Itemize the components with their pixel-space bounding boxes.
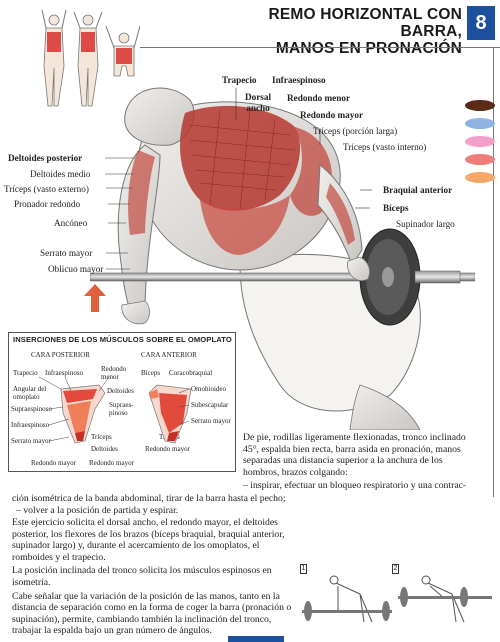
instructions-continuation: ción isométrica de la banda abdominal, t… (12, 493, 488, 516)
exercise-number-badge: 8 (467, 6, 495, 40)
label-braquial-anterior: Braquial anterior (383, 185, 453, 195)
label-triceps-interno: Tríceps (vasto interno) (343, 142, 427, 152)
label-serrato-mayor: Serrato mayor (40, 248, 93, 258)
swatch-orange (465, 172, 495, 183)
main-anatomy-illustration (90, 87, 475, 430)
title-line-1: REMO HORIZONTAL CON BARRA, (268, 6, 462, 40)
inset-omohioideo: Omohioideo (191, 385, 226, 393)
inset-trapecio: Trapecio (13, 369, 38, 377)
hand-variation-note: Cabe señalar que la variación de la posi… (12, 590, 292, 637)
label-oblicuo-mayor: Oblicuo mayor (48, 264, 104, 274)
inset-redondo-mayor-3: Redondo mayor (145, 445, 190, 453)
label-triceps-larga: Tríceps (porción larga) (313, 126, 398, 136)
header-rule (140, 47, 500, 48)
label-deltoides-medio: Deltoides medio (30, 169, 91, 179)
inclined-position-note: La posición inclinada del tronco solicit… (12, 565, 272, 588)
inset-redondo-mayor: Redondo mayor (31, 459, 76, 467)
scapula-posterior-drawing (60, 384, 106, 444)
label-anconeo: Ancóneo (54, 218, 88, 228)
swatch-red (465, 154, 495, 165)
swatch-brown (465, 100, 495, 111)
scapula-anterior-drawing (148, 384, 192, 444)
label-dorsal-ancho: Dorsal ancho (244, 92, 272, 113)
thumbnail-figures (41, 9, 140, 107)
inset-angular: Angular del omoplato (13, 385, 47, 401)
label-redondo-menor: Redondo menor (287, 93, 351, 103)
inset-redondo-menor: Redondo menor (101, 365, 127, 381)
intro-paragraph: De pie, rodillas ligeramente flexionadas… (243, 432, 478, 492)
inset-supraespinoso: Supraespinoso (11, 405, 52, 413)
inset-coracobraquial: Coracobraquial (169, 369, 213, 377)
inset-infraespinoso: Infraespinoso (45, 369, 84, 377)
inset-title: INSERCIONES DE LOS MÚSCULOS SOBRE EL OMO… (13, 335, 232, 344)
inset-subescapular: Subescapular (191, 401, 229, 409)
inset-supraespinoso-2: Supraes- pinoso (109, 401, 134, 417)
inset-deltoides: Deltoides (107, 387, 134, 395)
label-biceps: Bíceps (383, 203, 409, 213)
step-inspirar: – inspirar, efectuar un bloqueo respirat… (243, 480, 467, 492)
description-block: Este ejercicio solicita el dorsal ancho,… (12, 517, 294, 637)
inset-infraespinoso-2: Infraespinoso (11, 421, 50, 429)
muscles-solicited: Este ejercicio solicita el dorsal ancho,… (12, 517, 285, 563)
step-marker-1: 1 (300, 564, 307, 574)
inset-serrato-mayor: Serrato mayor (11, 437, 51, 445)
inset-serrato-mayor-2: Serrato mayor (191, 417, 231, 425)
inset-cara-anterior: CARA ANTERIOR (141, 351, 197, 359)
scapula-insertions-inset: INSERCIONES DE LOS MÚSCULOS SOBRE EL OMO… (8, 332, 236, 472)
page-title: REMO HORIZONTAL CON BARRA, MANOS EN PRON… (232, 6, 462, 57)
inset-deltoides-2: Deltoides (91, 445, 118, 453)
page-tab-marker (228, 636, 284, 642)
step-inspirar-cont: ción isométrica de la banda abdominal, t… (12, 493, 286, 504)
swatch-blue (465, 118, 495, 129)
inset-triceps: Tríceps (91, 433, 112, 441)
title-line-2: MANOS EN PRONACIÓN (275, 40, 462, 57)
label-deltoides-posterior: Deltoides posterior (8, 153, 83, 163)
label-pronador-redondo: Pronador redondo (14, 199, 81, 209)
label-trapecio: Trapecio (222, 75, 257, 85)
inset-biceps: Bíceps (141, 369, 161, 377)
label-redondo-mayor: Redondo mayor (300, 110, 364, 120)
inset-leader-lines (38, 376, 190, 442)
step-marker-2: 2 (392, 564, 399, 574)
inset-redondo-mayor-2: Redondo mayor (89, 459, 134, 467)
step-volver: – volver a la posición de partida y espi… (16, 504, 179, 516)
label-supinador-largo: Supinador largo (396, 219, 455, 229)
side-rule (493, 47, 494, 497)
step-figures-illustration (302, 575, 492, 623)
inset-cara-posterior: CARA POSTERIOR (31, 351, 90, 359)
label-infraespinoso: Infraespinoso (272, 75, 326, 85)
label-triceps-externo: Tríceps (vasto externo) (4, 184, 89, 194)
arrow-up-icon (84, 284, 106, 312)
swatch-pink (465, 136, 495, 147)
intro-text: De pie, rodillas ligeramente flexionadas… (243, 432, 466, 478)
